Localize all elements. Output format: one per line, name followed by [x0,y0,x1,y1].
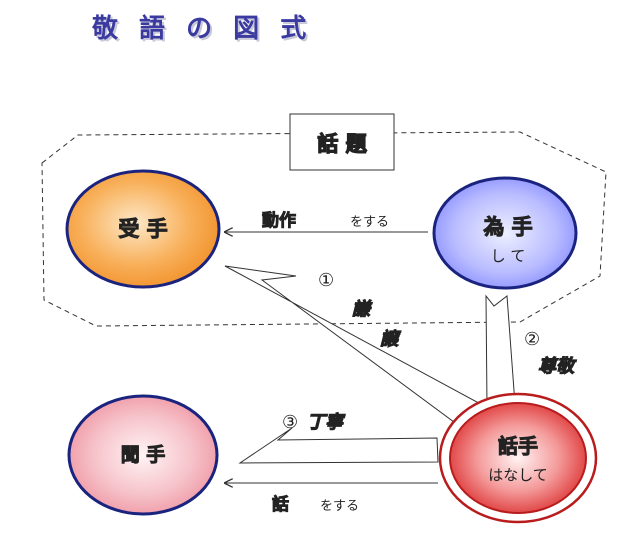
humble-word-2: 譲 [380,329,402,350]
diagram-title: 敬 語 の 図 式 [92,14,313,44]
humble-word-1: 謙 [352,299,373,320]
doer-reading: し て [491,247,526,265]
doer-circle [432,176,578,290]
topic-label: 話 題 [317,132,367,156]
doer-label: 為 手 [483,215,532,239]
listener-circle [67,394,219,516]
speech-kanji: 話 [272,494,289,515]
speaker-label: 話手 [498,434,538,458]
topic-region-outline [41,131,607,327]
action-kana: をする [350,215,389,230]
polite-word: 丁寧 [307,412,346,433]
action-kanji: 動作 [262,210,296,231]
speech-kana: をする [320,499,359,514]
respect-number: ② [524,329,540,350]
polite-wedge [238,427,439,464]
topic-box [289,113,395,171]
receiver-circle [65,169,221,289]
speaker-circle [449,402,587,514]
respect-word: 尊敬 [538,356,577,377]
receiver-label: 受 手 [118,217,167,241]
polite-number: ③ [282,412,298,433]
humble-number: ① [318,270,334,291]
humble-wedge [224,265,490,426]
listener-label: 聞 手 [121,443,166,466]
respect-wedge [485,294,516,407]
speaker-reading: はなして [488,466,548,484]
